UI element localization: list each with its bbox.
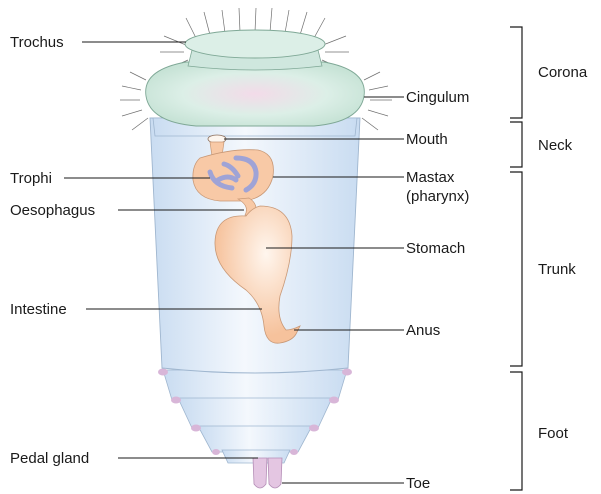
trochus-label: Trochus <box>10 34 64 51</box>
neck-bracket <box>510 122 522 167</box>
mastax <box>193 150 274 201</box>
foot-segment-3 <box>198 426 312 452</box>
toe-label: Toe <box>406 475 430 492</box>
trochus-disc <box>185 30 325 58</box>
oesophagus-label: Oesophagus <box>10 202 95 219</box>
trophi-label: Trophi <box>10 170 52 187</box>
cingulum-disc <box>146 62 365 126</box>
foot-joint-marker <box>342 369 352 376</box>
pedal-gland-label: Pedal gland <box>10 450 89 467</box>
foot-region-label: Foot <box>538 425 569 442</box>
intestine-label: Intestine <box>10 301 67 318</box>
stomach-label: Stomach <box>406 240 465 257</box>
corona-region-label: Corona <box>538 64 588 81</box>
foot-bracket <box>510 372 522 490</box>
foot-joint-marker <box>191 425 201 432</box>
neck-region-label: Neck <box>538 137 573 154</box>
pharynx-label: (pharynx) <box>406 188 469 205</box>
cingulum-label: Cingulum <box>406 89 469 106</box>
mastax-label: Mastax <box>406 169 455 186</box>
right-toe <box>268 458 282 488</box>
left-toe <box>253 458 267 488</box>
foot-joint-marker <box>309 425 319 432</box>
foot-joint-marker <box>329 397 339 404</box>
foot-joint-marker <box>158 369 168 376</box>
anus-label: Anus <box>406 322 440 339</box>
trunk-region-label: Trunk <box>538 261 576 278</box>
mouth-label: Mouth <box>406 131 448 148</box>
corona-bracket <box>510 27 522 118</box>
foot-joint-marker <box>212 449 220 455</box>
trunk-bracket <box>510 172 522 366</box>
foot-segment-2 <box>178 398 332 428</box>
foot-joint-marker <box>290 449 298 455</box>
foot-segment-1 <box>163 370 347 400</box>
foot-joint-marker <box>171 397 181 404</box>
